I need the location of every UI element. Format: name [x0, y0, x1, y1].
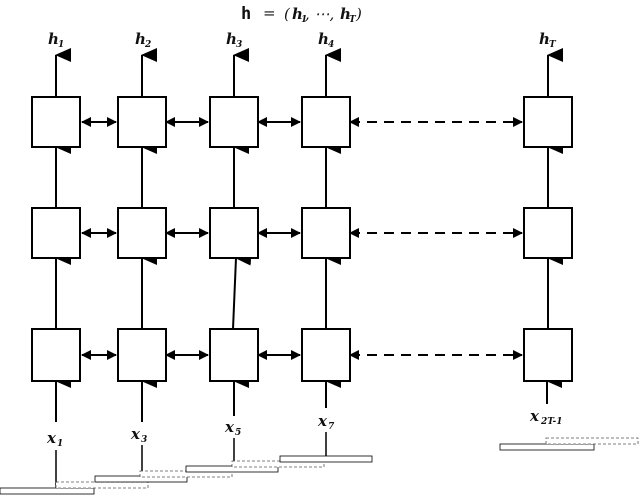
layer-arrows	[55, 140, 563, 330]
lstm-cells	[31, 96, 573, 382]
frame-bar	[499, 443, 595, 451]
lstm-cell	[117, 207, 167, 259]
input-label-sub: 1	[57, 439, 63, 449]
output-label: h	[226, 30, 237, 48]
output-sequence-title: h = ( h 1 , ⋯, h T )	[241, 4, 362, 25]
output-label-sub: T	[549, 40, 557, 50]
input-label-sub: 7	[328, 422, 335, 432]
lstm-cell	[301, 328, 351, 382]
frame-bar	[0, 487, 95, 495]
output-arrows	[55, 48, 563, 97]
input-labels: x 1 x 3 x 5 x 7 x 2T-1	[46, 407, 562, 449]
input-arrows	[55, 374, 562, 422]
output-label: h	[48, 30, 59, 48]
frame-bar-dashed	[545, 437, 639, 445]
lstm-cell	[523, 207, 573, 259]
title-first-sub: 1	[301, 15, 307, 25]
lstm-cell	[301, 96, 351, 148]
input-label-sub: 5	[235, 428, 241, 438]
frame-bar-dashed	[231, 460, 325, 468]
title-close-paren: )	[355, 5, 362, 23]
input-label-sub: 3	[141, 435, 147, 445]
title-ellipsis: , ⋯,	[305, 5, 334, 23]
title-last: h	[340, 5, 351, 23]
lstm-cell	[31, 96, 81, 148]
title-last-sub: T	[349, 15, 357, 25]
output-label-sub: 3	[236, 40, 242, 50]
output-label-sub: 4	[328, 40, 334, 50]
frame-bar	[279, 455, 373, 463]
lstm-cell	[523, 96, 573, 148]
input-frames	[0, 437, 639, 495]
input-label-sub: 2T-1	[540, 417, 562, 427]
output-label: h	[318, 30, 329, 48]
lstm-cell	[31, 328, 81, 382]
title-first: h	[292, 5, 303, 23]
lstm-cell	[117, 328, 167, 382]
output-label-sub: 2	[144, 40, 151, 50]
lstm-cell	[523, 328, 573, 382]
title-open-paren: (	[284, 5, 291, 23]
frame-bar-dashed	[55, 481, 149, 489]
lstm-cell	[209, 207, 259, 259]
output-label-sub: 1	[58, 40, 64, 50]
input-label: x	[529, 407, 540, 425]
input-label: x	[224, 418, 235, 436]
lstm-cell	[209, 328, 259, 382]
input-label: x	[317, 412, 328, 430]
input-label: x	[130, 425, 141, 443]
lstm-cell	[117, 96, 167, 148]
lstm-cell	[209, 96, 259, 148]
output-label: h	[539, 30, 550, 48]
layer-arrow	[232, 251, 252, 330]
lstm-cell	[301, 207, 351, 259]
recurrent-connections	[81, 117, 301, 360]
title-equals: =	[263, 4, 276, 22]
title-symbol: h	[241, 4, 251, 24]
input-label: x	[46, 429, 57, 447]
output-label: h	[135, 30, 146, 48]
lstm-cell	[31, 207, 81, 259]
skipped-connections	[349, 117, 523, 360]
output-labels: h 1 h 2 h 3 h 4 h T	[48, 30, 557, 50]
